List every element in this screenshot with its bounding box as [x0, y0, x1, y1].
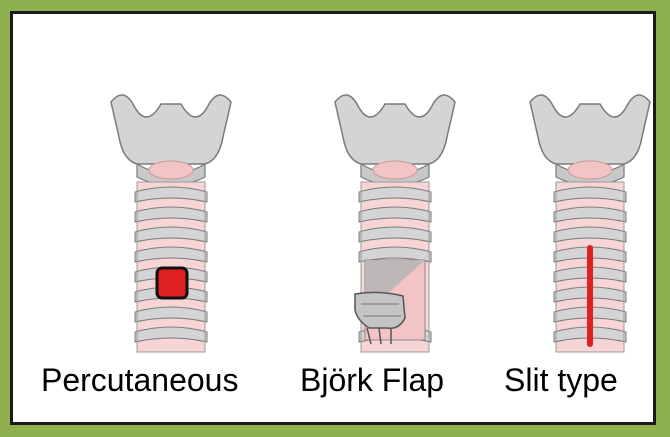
label-percutaneous: Percutaneous	[41, 360, 238, 400]
percutaneous-stoma	[157, 268, 187, 298]
trachea-bjork-flap-icon	[325, 82, 465, 354]
trachea-percutaneous-icon	[101, 82, 241, 354]
bjork-flap	[355, 260, 425, 344]
trachea-slit-type-icon	[520, 82, 660, 354]
label-bjork-flap: Björk Flap	[300, 360, 444, 400]
label-slit-type: Slit type	[504, 360, 618, 400]
diagram-panel: Percutaneous Björk Flap Slit type	[10, 11, 656, 425]
